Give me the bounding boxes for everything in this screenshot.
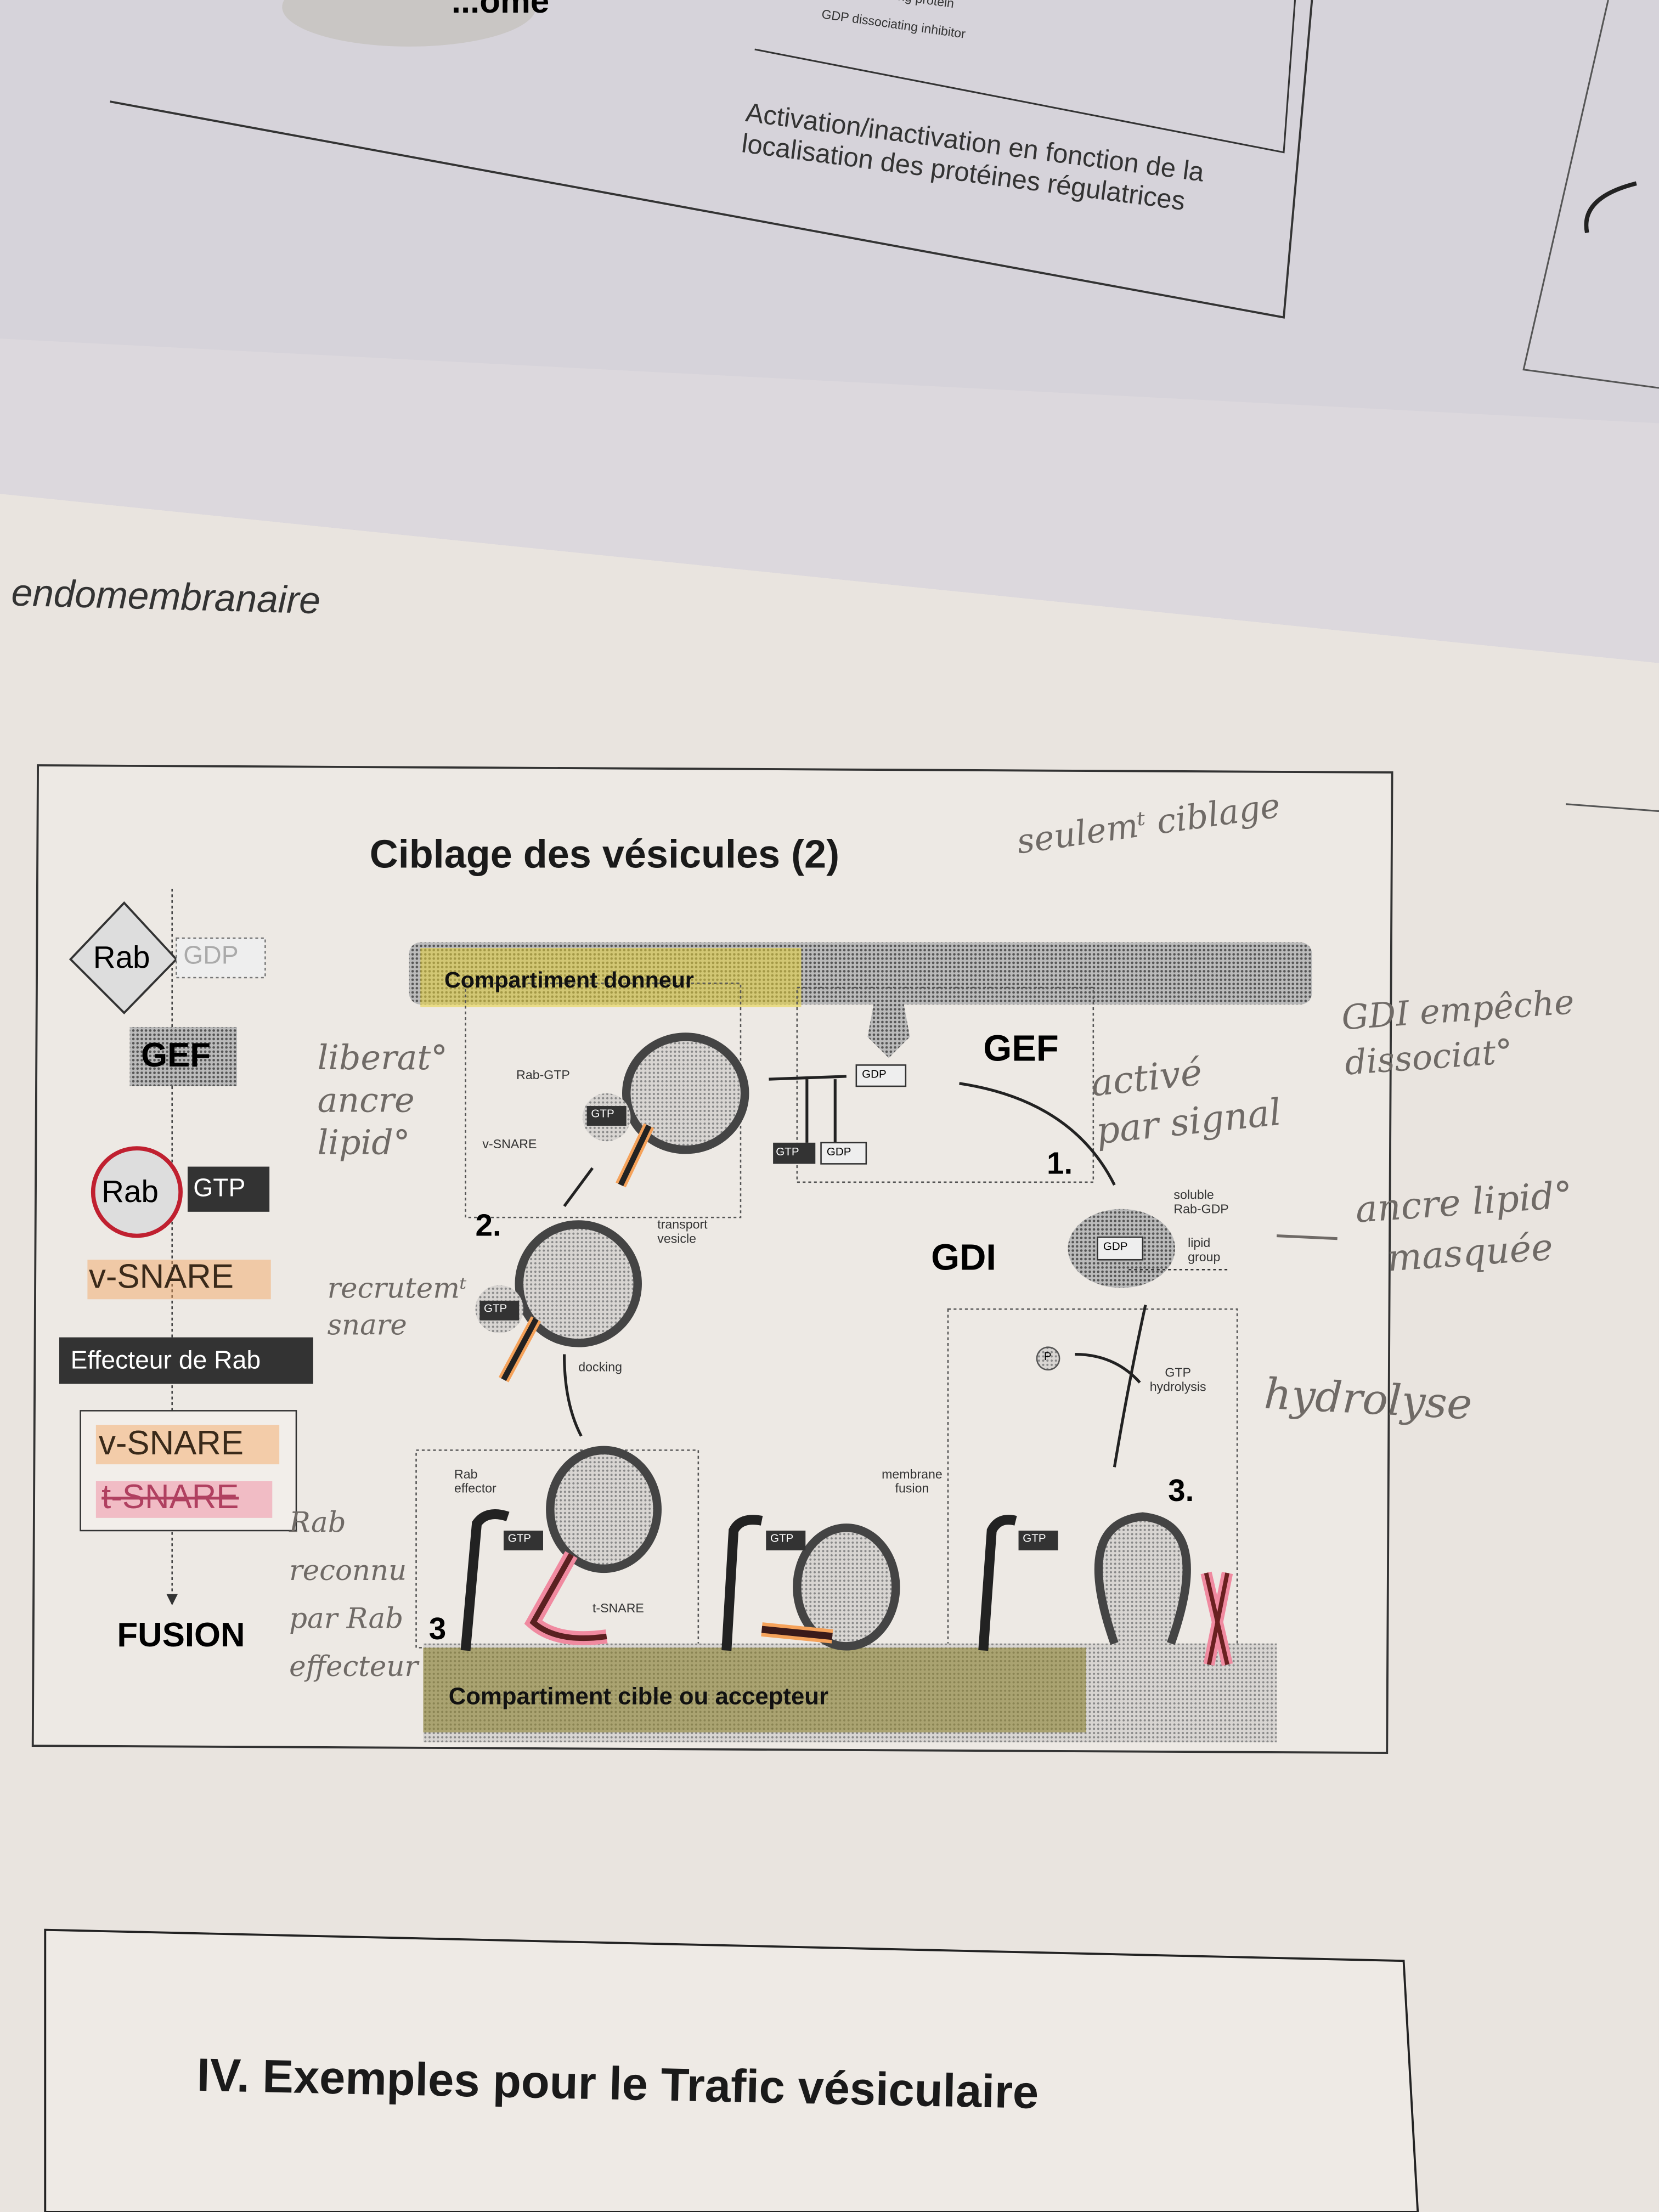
step-1-label: 1. [1046,1145,1073,1181]
legend-rab-gtp-rab: Rab [101,1173,159,1209]
legend-fusion: FUSION [117,1616,245,1655]
label-line: vesicle [657,1231,697,1246]
gtp-tag: GTP [770,1532,794,1545]
gdp-tag: GDP [826,1145,851,1159]
legend-gdp: GDP [183,941,239,969]
hand-line: par Rab [289,1601,404,1635]
docking-label: docking [578,1359,623,1374]
hand-line: Rab [289,1505,346,1539]
handwritten-ancre-masquee: ancre lipid°masquée [1354,1171,1578,1287]
acceptor-compartment-label: Compartiment cible ou accepteur [448,1683,829,1710]
hand-line: lipid° [317,1122,410,1163]
label-line: group [1188,1250,1221,1264]
step-2-label: 2. [475,1207,501,1243]
label-line: GTP [1165,1365,1191,1380]
legend-effecteur-de-rab: Effecteur de Rab [70,1346,261,1374]
legend-box-v-snare: v-SNARE [98,1425,244,1463]
label-line: Rab [454,1467,478,1481]
hand-line: ancre [317,1080,415,1120]
hand-line: reconnu [289,1553,407,1587]
gtp-tag: GTP [776,1145,799,1159]
rab-gtp-label: Rab-GTP [516,1068,570,1082]
label-line: effector [454,1481,496,1496]
gtp-tag: GTP [483,1302,507,1315]
hand-line: snare [327,1307,407,1342]
legend-v-snare: v-SNARE [88,1258,234,1297]
top-partial-label: ...ome [451,0,550,21]
hand-line: effecteur [289,1649,419,1683]
hand-line: recrutemᵗ [327,1271,467,1305]
handwritten-rab-reconnu: Rab reconnu par Rab effecteur [289,1498,418,1690]
legend-gtp: GTP [193,1173,246,1202]
legend-box-t-snare: t-SNARE [101,1478,239,1517]
label-line: Rab-GDP [1173,1201,1229,1216]
figure-title: Ciblage des vésicules (2) [369,832,840,876]
gdp-tag: GDP [1103,1240,1128,1253]
label-line: membrane [882,1467,943,1481]
label-line: soluble [1173,1188,1214,1202]
hand-line: liberat° [317,1038,448,1078]
donor-compartment-label: Compartiment donneur [444,969,694,994]
t-snare-label: t-SNARE [592,1601,644,1616]
gtp-tag: GTP [1023,1532,1046,1545]
phosphate-label: P [1043,1350,1052,1363]
legend-rab: Rab [93,939,150,975]
label-line: transport [657,1217,708,1232]
step-3-label: 3. [1168,1472,1194,1508]
label-line: lipid [1188,1235,1211,1250]
label-line: hydrolysis [1149,1379,1206,1394]
step-3b-label: 3 [428,1611,447,1646]
gtp-tag: GTP [507,1532,532,1545]
v-snare-label: v-SNARE [482,1137,537,1152]
gdi-label: GDI [931,1235,997,1278]
gtp-tag: GTP [591,1107,614,1120]
label-line: fusion [895,1481,929,1496]
legend-gef: GEF [141,1036,211,1075]
gef-label: GEF [983,1026,1059,1070]
gdp-tag: GDP [862,1068,887,1081]
